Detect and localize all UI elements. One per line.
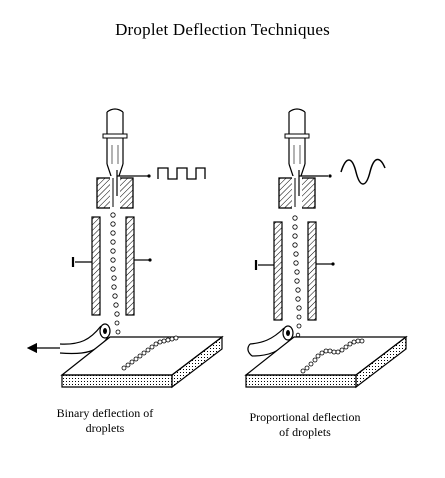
printed-droplet-wave	[300, 338, 365, 374]
binary-panel	[26, 108, 224, 389]
binary-caption: Binary deflection of droplets	[30, 406, 180, 436]
feed-tube	[102, 108, 128, 183]
substrate-plate	[244, 335, 408, 389]
binary-caption-line2: droplets	[85, 421, 125, 435]
feed-tube	[284, 108, 310, 183]
sine-wave-icon	[340, 158, 386, 185]
deflection-plates	[71, 216, 152, 316]
proportional-caption-line2: of droplets	[279, 425, 331, 439]
printed-droplet-line	[121, 335, 179, 371]
charge-electrode	[278, 170, 332, 210]
substrate-plate	[60, 335, 224, 389]
proportional-caption-line1: Proportional deflection	[249, 410, 361, 424]
square-wave-icon	[157, 167, 206, 180]
binary-caption-line1: Binary deflection of	[56, 406, 154, 420]
charge-electrode	[96, 170, 151, 210]
proportional-caption: Proportional deflection of droplets	[225, 410, 385, 440]
diagram-title: Droplet Deflection Techniques	[115, 20, 330, 39]
droplet-stream	[110, 212, 123, 359]
deflection-plates	[254, 221, 335, 321]
proportional-panel	[244, 108, 408, 389]
